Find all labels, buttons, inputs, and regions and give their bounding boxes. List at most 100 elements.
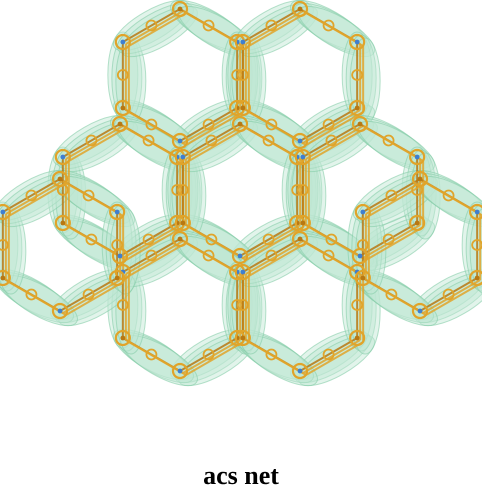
aromatic-ring — [25, 189, 38, 202]
aromatic-ring — [145, 249, 158, 262]
node-atom — [297, 138, 303, 144]
aromatic-ring — [385, 189, 398, 202]
node-ring — [469, 203, 482, 221]
node-ring — [411, 302, 429, 320]
linker-bond — [5, 180, 64, 215]
aromatic-ring — [202, 249, 215, 262]
linker-bond — [242, 238, 301, 273]
node-atom — [177, 6, 183, 12]
node-atom — [237, 253, 243, 259]
framework-linkers — [0, 8, 482, 376]
node-atom — [354, 335, 360, 341]
linker-bond — [125, 127, 184, 162]
aromatic-ring — [145, 348, 158, 361]
aromatic-ring — [265, 348, 278, 361]
node-ring — [231, 247, 249, 265]
linker-bond — [128, 111, 187, 146]
linker-bond — [365, 127, 424, 162]
aromatic-ring — [205, 233, 218, 246]
linker-bond — [305, 12, 364, 47]
linker-bond — [299, 107, 358, 142]
node-ring — [409, 148, 426, 166]
node-ring — [114, 99, 131, 117]
linker-bond — [185, 125, 244, 160]
linker-bond — [362, 178, 421, 213]
linker-bond — [305, 125, 364, 160]
node-atom — [180, 220, 186, 226]
aromatic-ring — [265, 19, 278, 32]
aromatic-ring — [262, 134, 275, 147]
aromatic-ring — [382, 134, 395, 147]
aromatic-ring — [262, 233, 275, 246]
aromatic-ring — [202, 19, 215, 32]
aromatic-ring — [471, 239, 482, 251]
framework-nodes — [0, 0, 482, 380]
node-ring — [354, 269, 371, 287]
node-ring — [234, 329, 251, 347]
aromatic-ring — [322, 118, 335, 131]
linker-bond — [179, 337, 238, 372]
node-ring — [171, 0, 189, 18]
aromatic-ring — [202, 348, 215, 361]
node-atom — [240, 105, 246, 111]
node-ring — [114, 33, 131, 51]
node-ring — [349, 99, 366, 117]
linker-bond — [65, 125, 124, 160]
aromatic-ring — [0, 239, 9, 251]
linker-bond — [299, 337, 358, 372]
linker-bond — [305, 111, 364, 146]
node-ring — [231, 115, 249, 133]
node-ring — [349, 329, 366, 347]
aromatic-ring — [142, 134, 155, 147]
linker-bond — [62, 123, 121, 158]
node-atom — [474, 209, 480, 215]
node-ring — [294, 214, 311, 232]
aromatic-ring — [145, 19, 158, 32]
linker-bond — [68, 127, 127, 162]
aromatic-ring — [265, 249, 278, 262]
node-atom — [120, 335, 126, 341]
node-ring — [294, 148, 311, 166]
node-ring — [114, 329, 131, 347]
linker-bond — [59, 277, 118, 312]
node-ring — [171, 132, 189, 150]
aromatic-ring — [325, 233, 338, 246]
aromatic-ring — [236, 299, 249, 311]
aromatic-ring — [25, 288, 38, 301]
linker-bond — [122, 8, 181, 43]
node-atom — [177, 236, 183, 242]
node-atom — [417, 176, 423, 182]
aromatic-ring — [325, 134, 338, 147]
linker-bond — [242, 8, 301, 43]
node-atom — [237, 121, 243, 127]
aromatic-ring — [236, 69, 249, 81]
linker-bond — [305, 341, 364, 376]
linker-bond — [245, 240, 304, 275]
node-atom — [414, 154, 420, 160]
linker-bond — [362, 224, 421, 259]
node-atom — [180, 154, 186, 160]
node-atom — [120, 39, 126, 45]
aromatic-ring — [322, 19, 335, 32]
node-ring — [109, 203, 126, 221]
node-atom — [114, 275, 120, 281]
linker-bond — [302, 123, 361, 158]
node-ring — [51, 170, 69, 188]
aromatic-ring — [442, 189, 455, 202]
node-ring — [349, 33, 366, 51]
node-atom — [354, 105, 360, 111]
linker-bond — [248, 12, 307, 47]
linker-bond — [188, 226, 247, 261]
linker-bond — [248, 341, 307, 376]
node-atom — [414, 220, 420, 226]
node-atom — [60, 220, 66, 226]
node-atom — [60, 154, 66, 160]
node-ring — [171, 362, 189, 380]
aromatic-ring — [116, 69, 129, 81]
aromatic-ring — [82, 288, 95, 301]
linker-bond — [185, 341, 244, 376]
node-atom — [297, 368, 303, 374]
aromatic-ring — [82, 189, 95, 202]
node-atom — [297, 236, 303, 242]
linker-bond — [302, 109, 361, 144]
